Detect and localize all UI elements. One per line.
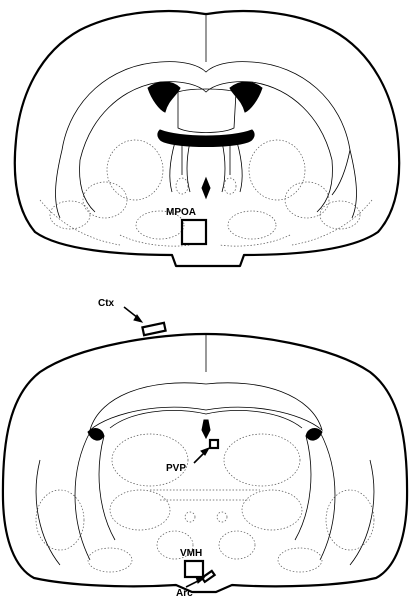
lower-thalamus-right: [294, 431, 336, 561]
upper-coronal-section: MPOA: [13, 9, 401, 268]
arc-roi-box: [200, 569, 217, 584]
vmh-roi-box: [183, 559, 205, 579]
upper-callosum-inner: [79, 81, 333, 161]
upper-third-ventricle: [201, 176, 211, 200]
ctx-roi-box: [141, 321, 167, 337]
lower-hippocampus: [89, 382, 323, 432]
ctx-label: Ctx: [98, 298, 115, 309]
upper-anterior-commissure: [157, 129, 255, 147]
pvp-arrowhead: [200, 447, 211, 456]
arc-arrowhead: [195, 576, 206, 584]
lower-third-ventricle: [201, 419, 211, 440]
mpoa-roi-box: [180, 218, 208, 246]
lower-thalamus-left: [74, 431, 116, 561]
upper-fornix-columns: [169, 141, 243, 193]
ctx-annotation: Ctx: [98, 298, 167, 337]
lower-cortex-inner-right: [349, 459, 375, 566]
ctx-arrowhead: [133, 314, 144, 323]
upper-ventricle-left: [147, 81, 181, 113]
lower-ventricle-left: [87, 428, 105, 441]
upper-dotted-nuclei: [39, 139, 373, 247]
lower-section-outline: [1, 332, 409, 594]
upper-ventricle-right: [229, 81, 263, 113]
upper-section-outline: [13, 9, 401, 268]
pvp-label: PVP: [166, 463, 186, 474]
mpoa-label: MPOA: [166, 207, 196, 218]
lower-coronal-section: PVP VMH Arc: [1, 332, 409, 599]
upper-lateral-wing-right: [316, 149, 357, 219]
lower-cortex-inner-left: [35, 459, 61, 566]
ctx-arrow: [123, 306, 139, 319]
lower-dotted-nuclei: [35, 433, 375, 573]
arc-label: Arc: [176, 588, 193, 599]
upper-lateral-wing-left: [55, 149, 96, 219]
upper-septum-box: [177, 88, 237, 133]
upper-callosum: [61, 61, 351, 196]
lower-ventricle-right: [305, 428, 323, 441]
vmh-label: VMH: [180, 548, 202, 559]
pvp-roi-box: [208, 438, 220, 450]
lower-hippocampus-inner: [109, 410, 303, 429]
